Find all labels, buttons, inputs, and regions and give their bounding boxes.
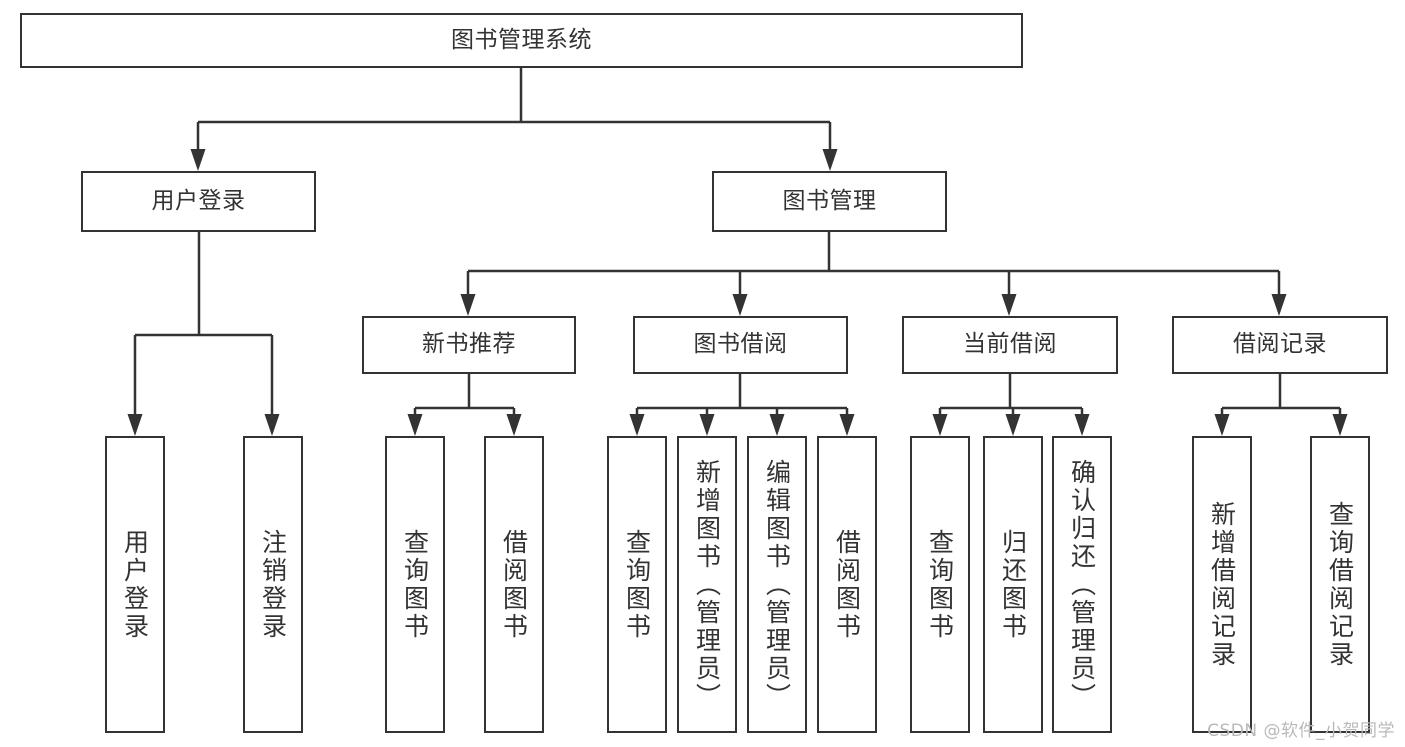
node-label: 查询图书 [622,528,652,641]
node-label: 确认归还（管理员） [1067,458,1097,711]
node-label: 编辑图书（管理员） [762,458,792,711]
arrow-head [127,414,143,436]
arrow-head [932,414,948,436]
arrow-head [264,414,280,436]
arrow-head [629,414,645,436]
node-label: 当前借阅 [963,331,1057,358]
node-leaf-borrow-book-1[interactable]: 借阅图书 [484,436,544,733]
node-label: 借阅记录 [1233,331,1327,358]
node-user-login[interactable]: 用户登录 [81,171,316,232]
arrow-head [822,149,838,171]
node-label: 查询图书 [400,528,430,641]
node-label: 归还图书 [998,528,1028,641]
arrow-head [1074,414,1090,436]
node-label: 图书借阅 [693,331,788,358]
arrow-head [769,414,785,436]
node-leaf-query-book-1[interactable]: 查询图书 [385,436,445,733]
arrow-head [1005,414,1021,436]
node-label: 查询借阅记录 [1325,500,1355,669]
arrow-head [1214,414,1230,436]
node-leaf-edit-book-admin[interactable]: 编辑图书（管理员） [747,436,807,733]
node-leaf-borrow-book-2[interactable]: 借阅图书 [817,436,877,733]
node-leaf-add-borrow-record[interactable]: 新增借阅记录 [1192,436,1252,733]
arrow-head [839,414,855,436]
node-label: 新增图书（管理员） [692,458,722,711]
node-borrow-record[interactable]: 借阅记录 [1172,316,1388,374]
node-label: 查询图书 [925,528,955,641]
node-leaf-user-login[interactable]: 用户登录 [105,436,165,733]
node-label: 借阅图书 [832,528,862,641]
arrow-head [407,414,423,436]
node-book-borrow[interactable]: 图书借阅 [633,316,848,374]
arrow-head [1332,414,1348,436]
arrow-head [190,149,206,171]
node-label: 用户登录 [120,528,150,641]
node-label: 注销登录 [258,528,288,641]
node-label: 图书管理 [782,187,877,214]
node-book-management[interactable]: 图书管理 [712,171,947,232]
arrow-head [1001,294,1017,316]
node-label: 图书管理系统 [451,26,592,53]
node-label: 新增借阅记录 [1207,500,1237,669]
node-current-borrow[interactable]: 当前借阅 [902,316,1118,374]
node-leaf-add-book-admin[interactable]: 新增图书（管理员） [677,436,737,733]
node-leaf-query-book-2[interactable]: 查询图书 [607,436,667,733]
node-label: 新书推荐 [422,331,516,358]
node-new-book-recommend[interactable]: 新书推荐 [362,316,576,374]
node-leaf-logout-login[interactable]: 注销登录 [243,436,303,733]
arrow-head [506,414,522,436]
arrow-head [460,294,476,316]
node-root-title[interactable]: 图书管理系统 [20,13,1023,68]
node-leaf-confirm-return-admin[interactable]: 确认归还（管理员） [1052,436,1112,733]
node-leaf-query-borrow-record[interactable]: 查询借阅记录 [1310,436,1370,733]
watermark-text: CSDN @软件_小贺同学 [1207,721,1395,741]
arrow-head [699,414,715,436]
node-leaf-return-book[interactable]: 归还图书 [983,436,1043,733]
arrow-head [732,294,748,316]
node-leaf-query-book-3[interactable]: 查询图书 [910,436,970,733]
node-label: 借阅图书 [499,528,529,641]
node-label: 用户登录 [151,187,246,214]
arrow-head [1271,294,1287,316]
